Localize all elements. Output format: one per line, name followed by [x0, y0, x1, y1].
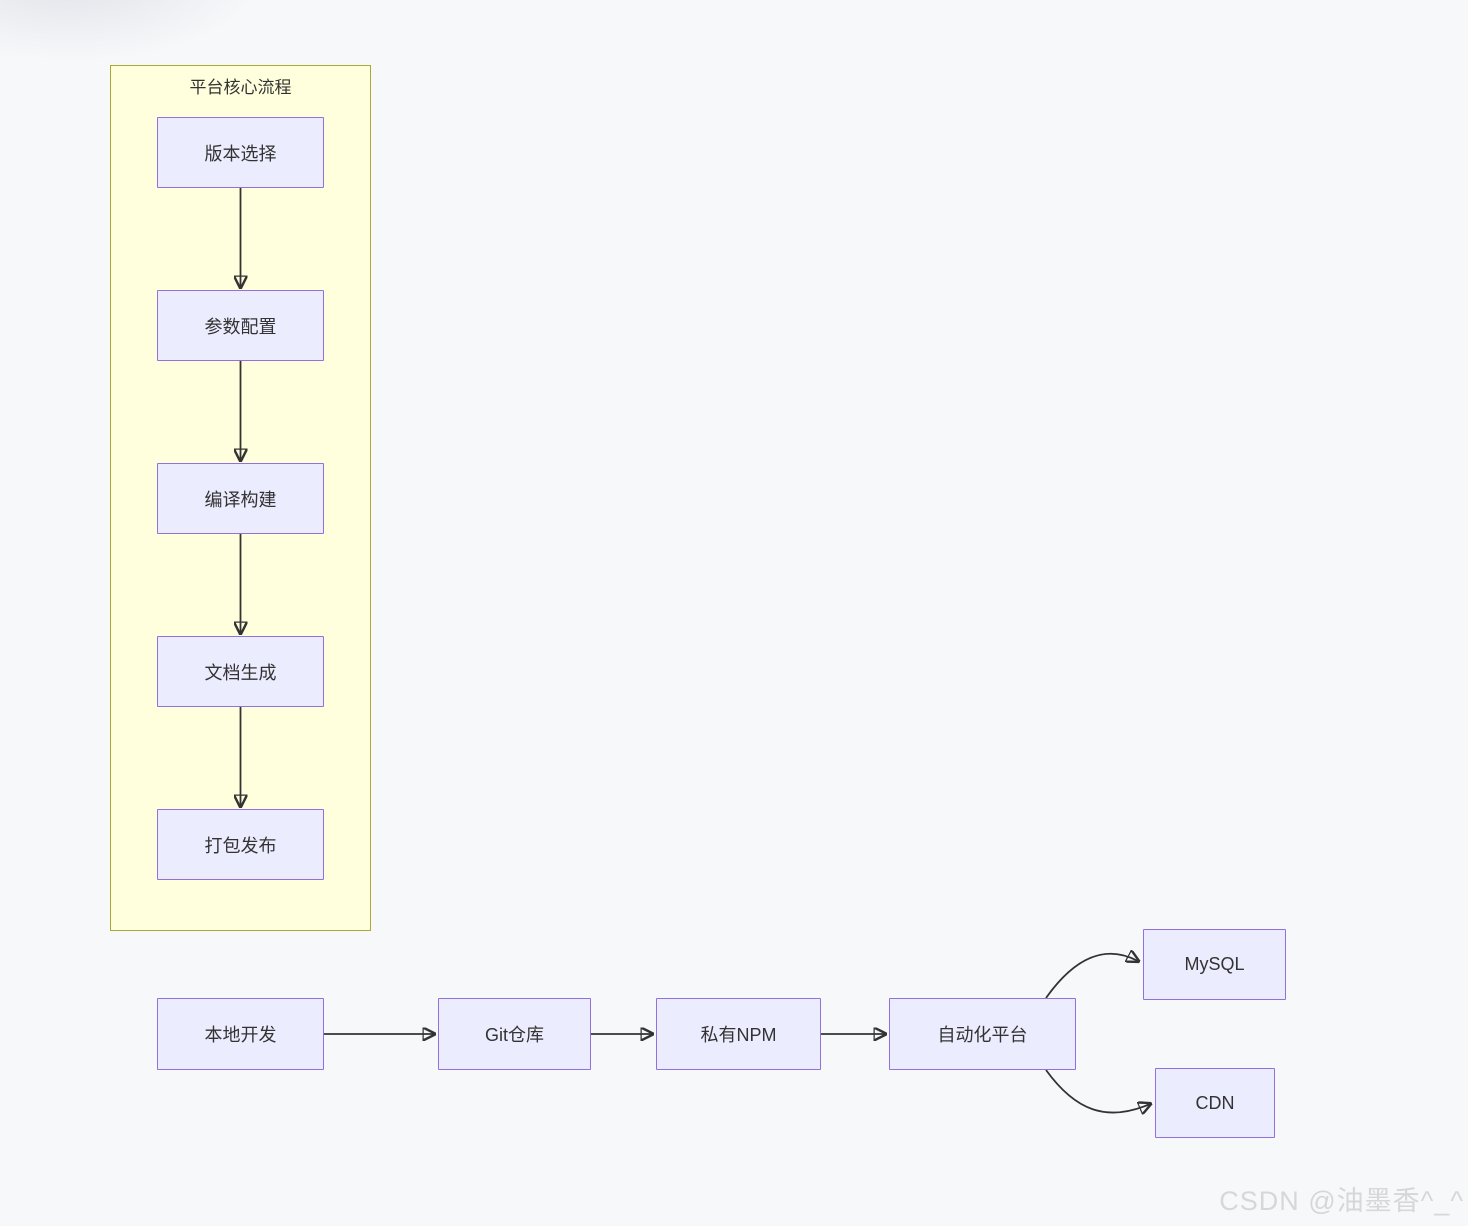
node-mysql: MySQL — [1143, 929, 1286, 1000]
csdn-watermark: CSDN @油墨香^_^ — [1219, 1186, 1464, 1216]
node-package-publish: 打包发布 — [157, 809, 324, 880]
subgraph-title: 平台核心流程 — [189, 78, 292, 97]
node-version-select: 版本选择 — [157, 117, 324, 188]
edge-auto-to-mysql — [1045, 954, 1138, 999]
node-git-repo: Git仓库 — [438, 998, 591, 1070]
node-automation-platform: 自动化平台 — [889, 998, 1076, 1070]
node-doc-generate: 文档生成 — [157, 636, 324, 707]
node-cdn: CDN — [1155, 1068, 1275, 1138]
node-local-dev: 本地开发 — [157, 998, 324, 1070]
node-compile-build: 编译构建 — [157, 463, 324, 534]
edge-auto-to-cdn — [1045, 1069, 1150, 1113]
node-private-npm: 私有NPM — [656, 998, 821, 1070]
node-param-config: 参数配置 — [157, 290, 324, 361]
